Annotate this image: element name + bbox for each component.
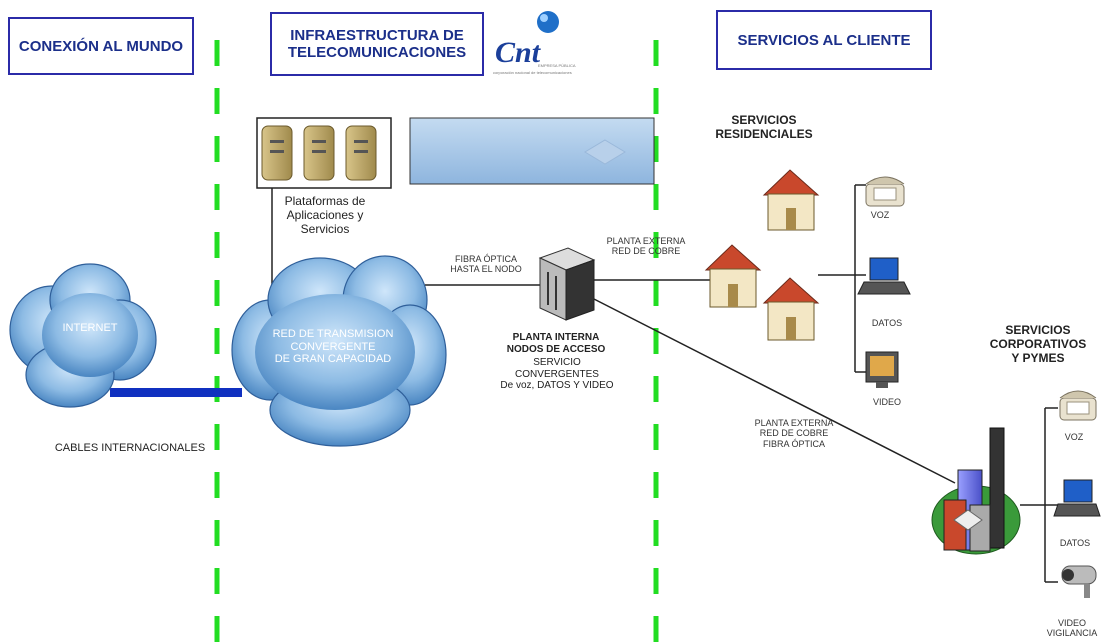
- cables-label: CABLES INTERNACIONALES: [54, 442, 206, 454]
- planta-externa-cobre-label: PLANTA EXTERNA RED DE COBRE: [606, 236, 686, 257]
- res-voz-label: VOZ: [870, 210, 890, 220]
- corp-datos-label: DATOS: [1059, 538, 1091, 548]
- fiber-node-label: FIBRA ÓPTICA HASTA EL NODO: [450, 254, 522, 275]
- corp-voz-label: VOZ: [1064, 432, 1084, 442]
- header-infra-line2: TELECOMUNICACIONES: [287, 44, 467, 61]
- logo-tagline: corporación nacional de telecomunicacion…: [493, 70, 572, 75]
- planta-externa-fibra-label: PLANTA EXTERNA RED DE COBRE FIBRA ÓPTICA: [754, 418, 834, 449]
- residential-bracket: [854, 184, 866, 373]
- corporate-bracket: [1044, 407, 1058, 583]
- res-datos-label: DATOS: [871, 318, 903, 328]
- laptop-icon-corporate: [1053, 479, 1101, 517]
- header-clients-text: SERVICIOS AL CLIENTE: [737, 31, 911, 49]
- header-world-text: CONEXIÓN AL MUNDO: [18, 37, 184, 55]
- logo-sub: EMPRESA PÚBLICA: [538, 63, 576, 68]
- laptop-icon-residential: [857, 257, 911, 295]
- transmission-label: RED DE TRANSMISION CONVERGENTE DE GRAN C…: [272, 328, 394, 366]
- residential-label: SERVICIOS RESIDENCIALES: [715, 113, 813, 141]
- camera-icon-surveillance: [1061, 565, 1097, 598]
- header-clients: SERVICIOS AL CLIENTE: [716, 10, 932, 70]
- logo-text: Cnt: [495, 36, 542, 69]
- monitor-icon-video: [865, 351, 899, 388]
- server-icon: [261, 125, 377, 181]
- house-icon-top: [762, 169, 820, 231]
- banner-diamond: [584, 139, 626, 165]
- platforms-label: Plataformas de Aplicaciones y Servicios: [284, 194, 366, 236]
- header-world: CONEXIÓN AL MUNDO: [8, 17, 194, 75]
- international-cable: [110, 388, 242, 397]
- corporate-label: SERVICIOS CORPORATIVOS Y PYMES: [989, 323, 1087, 365]
- res-video-label: VIDEO: [872, 397, 901, 407]
- header-infra-line1: INFRAESTRUCTURA DE: [290, 27, 464, 44]
- internet-cloud: [9, 263, 157, 408]
- corp-video-label: VIDEO VIGILANCIA: [1046, 618, 1098, 639]
- internet-label: INTERNET: [62, 322, 118, 334]
- access-node-icon: [538, 247, 596, 321]
- phone-icon-corporate: [1059, 390, 1097, 421]
- planta-interna-sub: SERVICIO CONVERGENTES De voz, DATOS Y VI…: [500, 357, 614, 391]
- house-icon-bottom: [762, 277, 820, 341]
- fiber-corporate-line: [591, 297, 956, 484]
- planta-interna-title: PLANTA INTERNA NODOS DE ACCESO: [506, 332, 606, 355]
- header-infrastructure: INFRAESTRUCTURA DE TELECOMUNICACIONES: [270, 12, 484, 76]
- building-icon-corporate: [931, 427, 1021, 555]
- cnt-logo: Cnt: [495, 11, 559, 69]
- transmission-cloud: [231, 255, 447, 447]
- house-icon-middle: [704, 244, 762, 308]
- phone-icon-residential: [865, 176, 905, 207]
